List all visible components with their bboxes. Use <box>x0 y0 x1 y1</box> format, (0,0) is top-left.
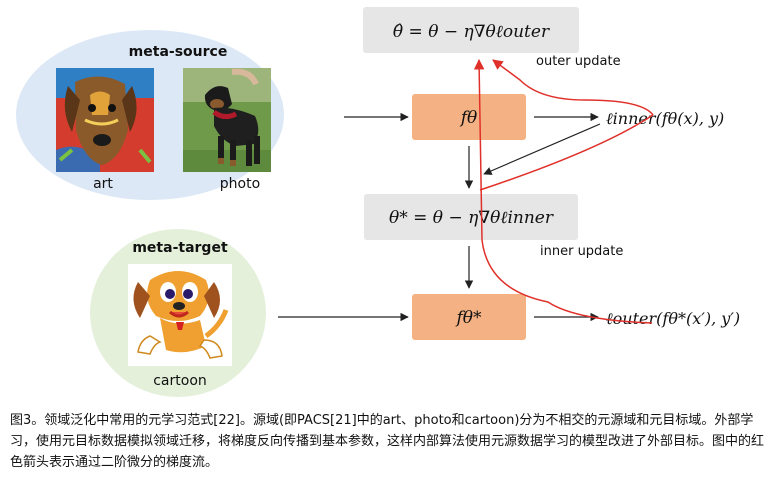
meta-source-title: meta-source <box>129 44 228 60</box>
f-theta-label: fθ <box>459 108 478 128</box>
inner-update-equation: θ* = θ − η∇θℓinner <box>389 208 554 228</box>
inner-loss: ℓinner(fθ(x), y) <box>606 109 724 128</box>
red-gradient-flow-inner <box>492 59 654 116</box>
art-image <box>56 68 154 172</box>
meta-target-title: meta-target <box>132 240 228 256</box>
outer-update-box <box>363 7 579 53</box>
inner-update-box <box>364 194 578 240</box>
photo-label: photo <box>220 176 260 192</box>
f-theta-box <box>412 94 526 140</box>
arrow-inner-loss-gradient <box>483 123 601 175</box>
art-label: art <box>93 176 113 192</box>
figure-caption: 图3。领域泛化中常用的元学习范式[22]。源域(即PACS[21]中的art、p… <box>10 413 765 470</box>
inner-update-label: inner update <box>540 244 623 259</box>
f-theta-star-label: fθ* <box>454 308 482 328</box>
outer-update-equation: θ̂ = θ − η∇θℓouter <box>393 22 550 42</box>
outer-update-label: outer update <box>536 54 621 69</box>
cartoon-label: cartoon <box>153 373 207 389</box>
cartoon-image <box>128 264 232 366</box>
outer-loss: ℓouter(fθ*(x′), y′) <box>606 309 740 328</box>
red-gradient-flow-inner-branch <box>479 114 654 191</box>
red-gradient-flow-outer <box>473 58 653 324</box>
f-theta-star-box <box>412 294 526 340</box>
photo-image <box>183 68 271 172</box>
